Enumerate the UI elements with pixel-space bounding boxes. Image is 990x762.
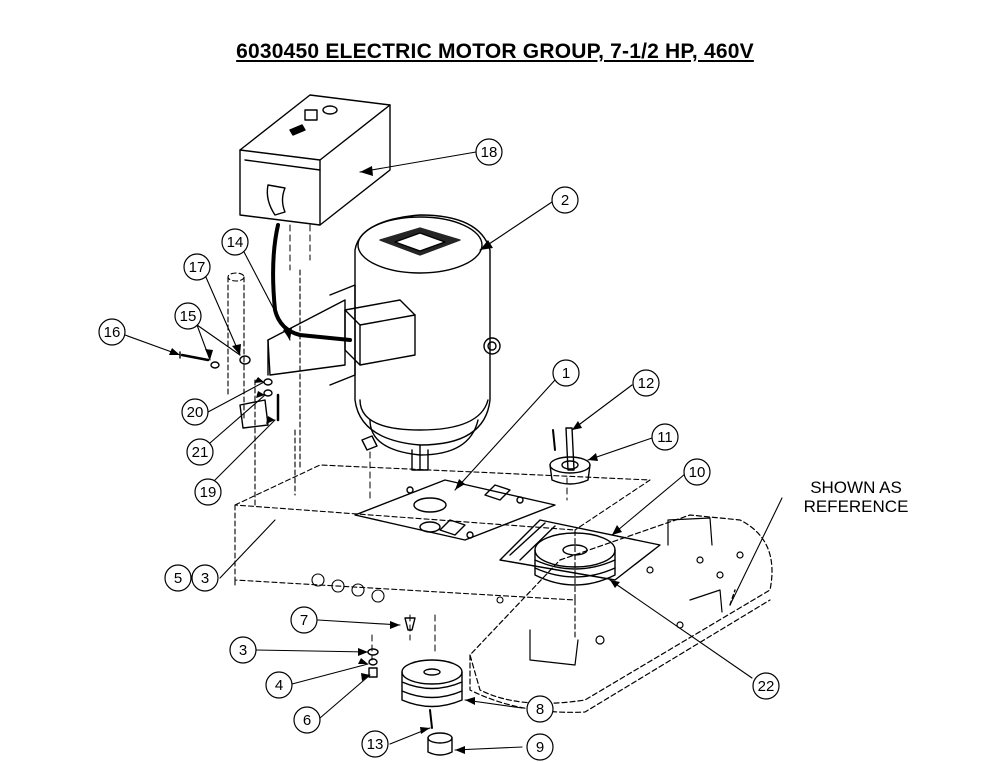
callout-20-label: 20 [187, 404, 204, 421]
callout-19-label: 19 [200, 484, 217, 501]
callout-11 [651, 423, 679, 451]
driven-pulley [401, 659, 463, 708]
washer-21 [263, 389, 273, 397]
callout-3a-label: 3 [201, 570, 209, 587]
callout-18-label: 18 [481, 144, 498, 161]
callout-15 [174, 302, 202, 330]
washer-20 [263, 378, 273, 386]
callout-21-label: 21 [192, 444, 209, 461]
reference-leader [729, 589, 736, 606]
callout-15-label: 15 [180, 308, 197, 325]
callout-17-label: 17 [189, 259, 206, 276]
callout-1-label: 1 [562, 365, 570, 382]
alignment-lines [289, 224, 568, 661]
nut-6 [368, 667, 378, 678]
power-cable [271, 223, 352, 342]
callout-19 [194, 478, 222, 506]
bolt-7 [404, 617, 416, 631]
motor-mount-frame [234, 269, 651, 641]
washer-15 [210, 361, 220, 369]
callout-5-label: 5 [174, 570, 182, 587]
reference-note-line1: SHOWN AS [810, 478, 902, 497]
callout-6 [293, 706, 321, 734]
callout-6-label: 6 [303, 712, 311, 729]
support-tube [227, 272, 245, 421]
callout-5 [164, 564, 192, 592]
hardware-bolt-16 [179, 351, 210, 362]
callout-17 [183, 253, 211, 281]
motor-pulley [534, 532, 616, 586]
washer-3 [367, 648, 379, 656]
callout-labels: 18 2 14 17 15 16 20 21 19 1 12 11 10 5 3… [104, 144, 775, 756]
callout-7 [290, 606, 318, 634]
callout-20 [181, 398, 209, 426]
motor-mount-plate [354, 479, 556, 541]
callout-10-label: 10 [689, 464, 706, 481]
callout-21 [186, 438, 214, 466]
callout-14-label: 14 [227, 234, 244, 251]
callout-circles [98, 138, 780, 761]
callout-16 [98, 318, 126, 346]
frame-holes [311, 573, 504, 604]
callout-3b [229, 636, 257, 664]
callout-22 [752, 672, 780, 700]
callout-7-label: 7 [300, 612, 308, 629]
callout-2-label: 2 [561, 192, 569, 209]
bushing-9 [427, 732, 453, 756]
reference-note: SHOWN AS REFERENCE [786, 478, 926, 516]
diagram-title: 6030450 ELECTRIC MOTOR GROUP, 7-1/2 HP, … [236, 40, 754, 63]
electric-motor [354, 214, 501, 471]
control-box [239, 94, 391, 226]
callout-8 [526, 695, 554, 723]
callout-14 [221, 228, 249, 256]
callout-2 [551, 186, 579, 214]
washer-4 [368, 658, 378, 666]
callout-4-label: 4 [275, 677, 283, 694]
reference-note-line2: REFERENCE [803, 497, 909, 516]
key-12 [565, 427, 575, 471]
callout-18 [475, 138, 503, 166]
callout-10 [683, 458, 711, 486]
callout-4 [265, 671, 293, 699]
shaft-key-13 [429, 709, 433, 729]
callout-3a [191, 564, 219, 592]
callout-9-label: 9 [536, 739, 544, 756]
set-screw-12 [552, 429, 556, 451]
callout-13-label: 13 [367, 736, 384, 753]
arrowheads [169, 166, 622, 754]
callout-12-label: 12 [638, 375, 655, 392]
callout-13 [361, 730, 389, 758]
nut-17 [239, 355, 251, 365]
callout-11-label: 11 [657, 429, 673, 446]
callout-8-label: 8 [536, 701, 544, 718]
callout-1 [552, 359, 580, 387]
callout-3b-label: 3 [239, 642, 247, 659]
mounting-bracket [267, 284, 356, 386]
callout-12 [632, 369, 660, 397]
bushing-11 [549, 456, 591, 485]
callout-16-label: 16 [104, 324, 121, 341]
belt-guard [499, 519, 661, 581]
callout-9 [526, 733, 554, 761]
hardware-nut-top [361, 435, 378, 451]
callout-22-label: 22 [758, 678, 775, 695]
